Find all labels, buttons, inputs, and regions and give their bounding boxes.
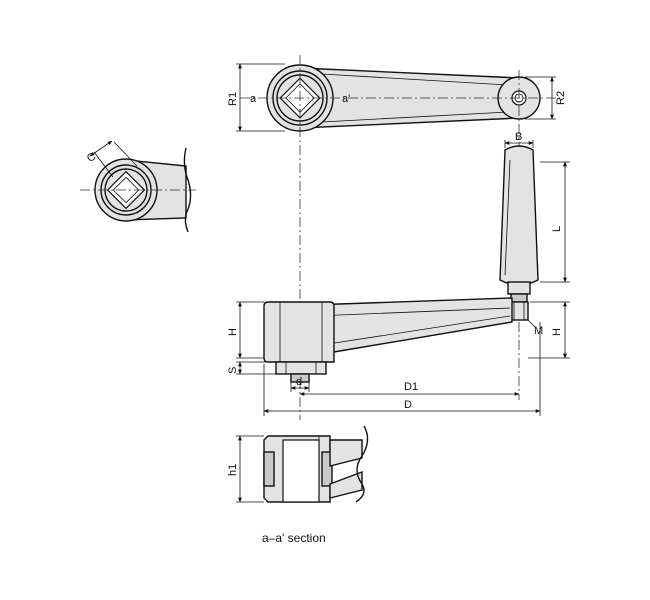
label-B: B bbox=[515, 131, 522, 143]
label-h1: h1 bbox=[227, 464, 239, 476]
side-view-hub bbox=[263, 301, 335, 363]
label-S: S bbox=[227, 367, 239, 374]
side-view bbox=[263, 145, 539, 383]
side-view-arm bbox=[309, 297, 513, 357]
label-a-left: a bbox=[250, 93, 257, 105]
label-D: D bbox=[404, 399, 412, 411]
label-C: C bbox=[85, 151, 98, 165]
label-L: L bbox=[551, 226, 563, 232]
label-H-right: H bbox=[551, 328, 563, 336]
label-R1: R1 bbox=[227, 92, 239, 106]
label-a-right: a' bbox=[342, 93, 350, 105]
label-R2: R2 bbox=[555, 91, 567, 105]
section-caption: a–a' section bbox=[262, 531, 326, 545]
label-M: M bbox=[534, 325, 543, 337]
detail-view: C bbox=[80, 140, 196, 233]
label-d: d bbox=[296, 376, 302, 388]
label-D1: D1 bbox=[404, 381, 418, 393]
section-view bbox=[263, 425, 369, 503]
label-H-left: H bbox=[227, 328, 239, 336]
